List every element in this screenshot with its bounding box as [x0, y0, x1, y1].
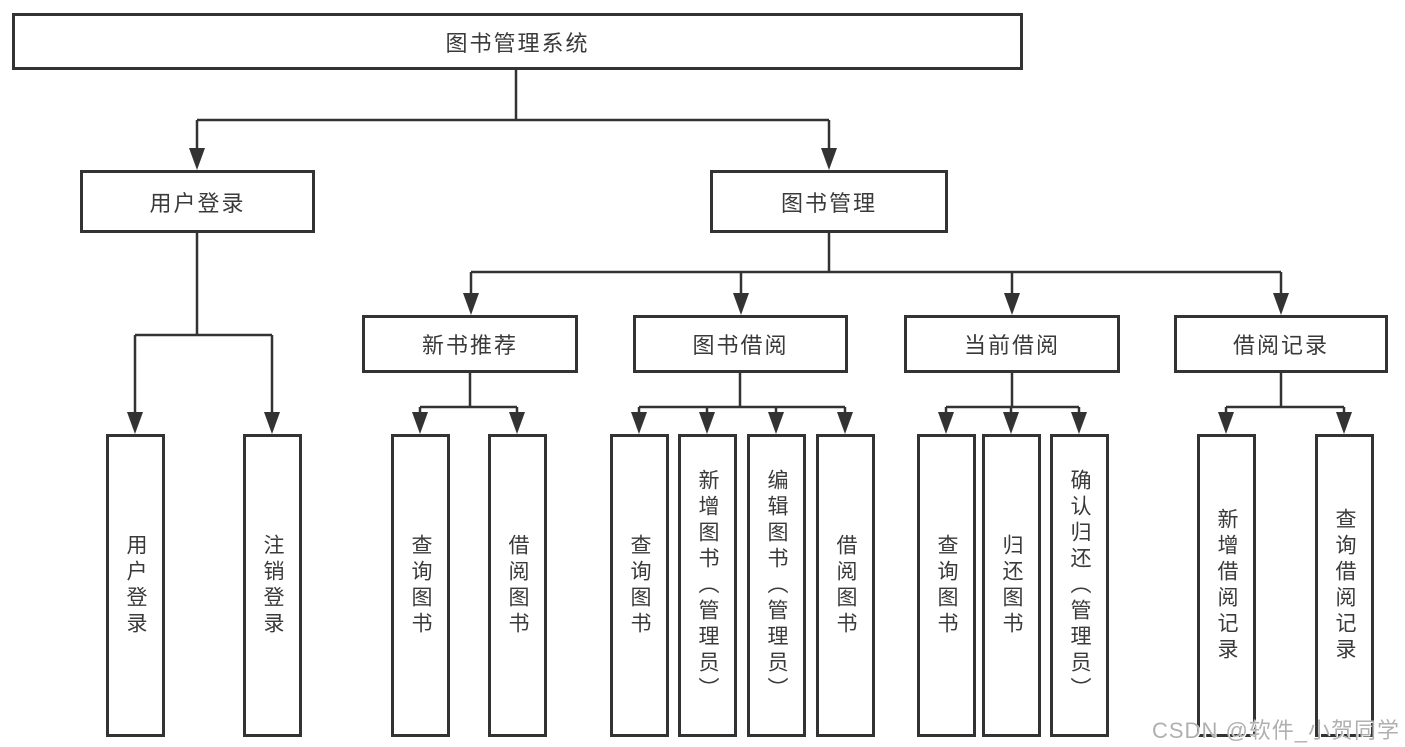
node-root: 图书管理系统 — [12, 13, 1023, 70]
leaf-query-borrow-record-label: 查询借阅记录 — [1333, 507, 1356, 664]
connector-borrow-record-branch — [1224, 373, 1346, 429]
leaf-add-borrow-record: 新增借阅记录 — [1197, 434, 1256, 737]
node-borrowing-records: 借阅记录 — [1174, 315, 1388, 373]
leaf-query-books-3-label: 查询图书 — [935, 533, 958, 638]
leaf-return-books: 归还图书 — [982, 434, 1041, 737]
node-user-login: 用户登录 — [80, 170, 315, 233]
connector-new-book-branch — [418, 373, 519, 429]
connector-current-borrow-branch — [944, 373, 1081, 429]
leaf-confirm-return-admin: 确认归还（管理员） — [1050, 434, 1109, 737]
node-current-borrowing-label: 当前借阅 — [963, 333, 1060, 358]
leaf-edit-books-admin-label: 编辑图书（管理员） — [765, 468, 788, 703]
leaf-logout-label: 注销登录 — [261, 533, 284, 638]
leaf-query-books-2-label: 查询图书 — [628, 533, 651, 638]
node-book-borrowing: 图书借阅 — [633, 315, 848, 373]
leaf-logout: 注销登录 — [243, 434, 302, 737]
leaf-add-books-admin-label: 新增图书（管理员） — [696, 468, 719, 703]
leaf-query-borrow-record: 查询借阅记录 — [1315, 434, 1374, 737]
leaf-add-borrow-record-label: 新增借阅记录 — [1215, 507, 1238, 664]
leaf-confirm-return-admin-label: 确认归还（管理员） — [1068, 468, 1091, 703]
leaf-borrow-books-2: 借阅图书 — [816, 434, 875, 737]
connector-user-login-branch — [133, 233, 274, 429]
node-current-borrowing: 当前借阅 — [904, 315, 1120, 373]
leaf-edit-books-admin: 编辑图书（管理员） — [747, 434, 806, 737]
leaf-return-books-label: 归还图书 — [1000, 533, 1023, 638]
node-root-label: 图书管理系统 — [445, 30, 590, 56]
connector-book-borrow-branch — [637, 373, 847, 429]
node-book-borrowing-label: 图书借阅 — [692, 333, 789, 358]
leaf-user-login: 用户登录 — [106, 434, 165, 737]
leaf-query-books-1: 查询图书 — [391, 434, 450, 737]
leaf-borrow-books-1: 借阅图书 — [488, 434, 547, 737]
node-new-book-recommend-label: 新书推荐 — [421, 333, 518, 358]
node-user-login-label: 用户登录 — [149, 190, 246, 216]
connector-book-mgmt-branch — [469, 233, 1283, 310]
leaf-query-books-2: 查询图书 — [610, 434, 669, 737]
leaf-borrow-books-2-label: 借阅图书 — [834, 533, 857, 638]
watermark: CSDN @软件_小贺同学 — [1152, 718, 1401, 743]
connector-root-to-level2 — [195, 70, 831, 165]
node-book-management: 图书管理 — [710, 170, 948, 233]
node-new-book-recommend: 新书推荐 — [362, 315, 578, 373]
leaf-query-books-3: 查询图书 — [917, 434, 976, 737]
leaf-add-books-admin: 新增图书（管理员） — [678, 434, 737, 737]
node-borrowing-records-label: 借阅记录 — [1232, 333, 1329, 358]
node-book-management-label: 图书管理 — [780, 190, 877, 216]
leaf-borrow-books-1-label: 借阅图书 — [506, 533, 529, 638]
leaf-query-books-1-label: 查询图书 — [409, 533, 432, 638]
leaf-user-login-label: 用户登录 — [124, 533, 147, 638]
